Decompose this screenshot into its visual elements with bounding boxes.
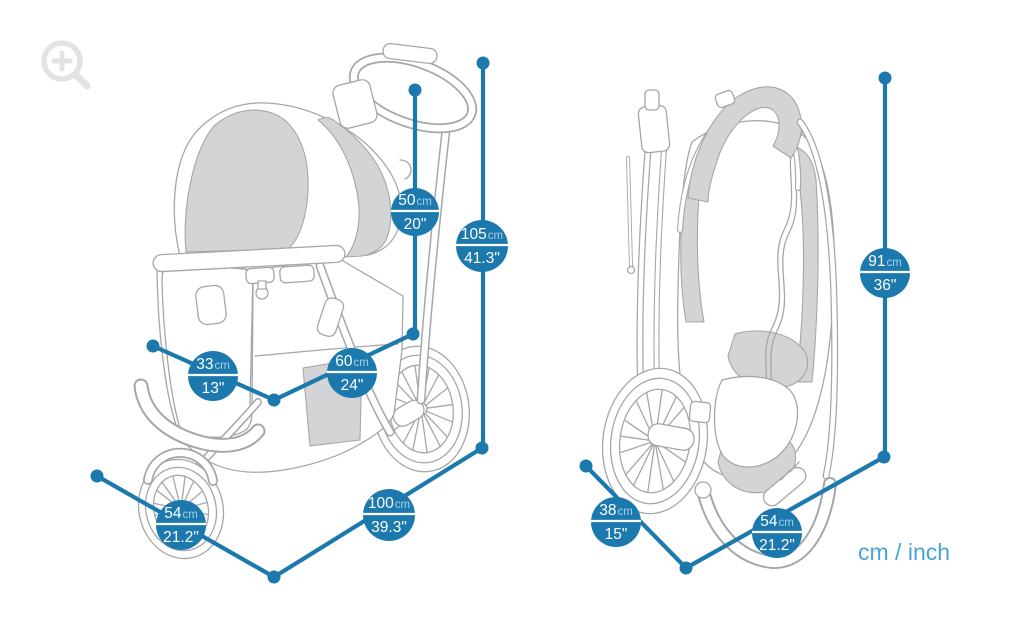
badge-cm-value: 38cm (599, 502, 633, 519)
badge-inner-width: 33cm 13" (188, 351, 238, 401)
latch-line-1 (780, 469, 791, 481)
badge-inch-value: 13" (202, 380, 225, 397)
latch-line-2 (789, 461, 800, 473)
badge-cm-value: 33cm (196, 356, 230, 373)
badge-inner-height: 50cm 20" (391, 188, 439, 236)
badge-total-width: 54cm 21.2" (156, 500, 206, 550)
body-side-seam (254, 343, 399, 357)
strap-clip (714, 89, 736, 109)
badge-inner-length: 60cm 24" (327, 348, 377, 398)
lock-stem (257, 280, 267, 290)
folded-top-bracket (637, 104, 671, 154)
badge-folded-height: 91cm 36" (860, 248, 910, 298)
carrier-rim-band (152, 244, 346, 273)
folding-latch (762, 466, 807, 507)
badge-inch-value: 39.3" (371, 519, 407, 536)
zoom-icon[interactable] (41, 40, 91, 90)
badge-total-length: 100cm 39.3" (363, 489, 415, 541)
canopy-mesh-rear (317, 117, 392, 258)
badge-cm-value: 54cm (164, 505, 198, 522)
fold-lock-bracket (316, 297, 345, 337)
badge-inch-value: 21.2" (163, 529, 199, 546)
canopy-clip-right (279, 264, 315, 284)
badge-folded-width: 54cm 21.2" (752, 508, 802, 558)
badge-inch-value: 24" (341, 377, 364, 394)
folded-hinge-bracket (688, 400, 712, 424)
folded-front-leg-end (626, 265, 636, 275)
badge-cm-value: 54cm (760, 513, 794, 530)
folded-top-knob (644, 89, 660, 111)
door-window (195, 284, 227, 326)
badge-cm-value: 91cm (868, 253, 902, 270)
stroller-folded-drawing (601, 86, 839, 570)
badge-inch-value: 21.2" (759, 537, 795, 554)
folded-footrest-panel (713, 375, 799, 468)
folded-axle (647, 423, 695, 451)
badge-inch-value: 41.3" (464, 250, 500, 267)
canopy-mesh-front (184, 109, 309, 253)
badge-inch-value: 36" (874, 277, 897, 294)
badge-inch-value: 15" (605, 526, 628, 543)
badge-total-height: 105cm 41.3" (456, 220, 508, 272)
canopy-clamp (332, 79, 378, 129)
base-tube-cap (694, 481, 712, 499)
handle-bar (348, 42, 478, 180)
badge-cm-value: 100cm (368, 495, 410, 512)
stroller-open-drawing (133, 42, 478, 560)
handle-hook (399, 159, 412, 180)
handle-grip (382, 42, 438, 65)
measurement-badges: 50cm 20" 105cm 41.3" 33cm 13" 60cm 24" 1… (156, 188, 910, 558)
badge-cm-value: 50cm (398, 192, 432, 209)
badge-inch-value: 20" (404, 216, 427, 233)
badge-cm-value: 60cm (335, 353, 369, 370)
badge-folded-depth: 38cm 15" (591, 497, 641, 547)
badge-cm-value: 105cm (461, 226, 503, 243)
unit-legend: cm / inch (858, 539, 950, 565)
dimension-endpoints (90, 56, 892, 584)
